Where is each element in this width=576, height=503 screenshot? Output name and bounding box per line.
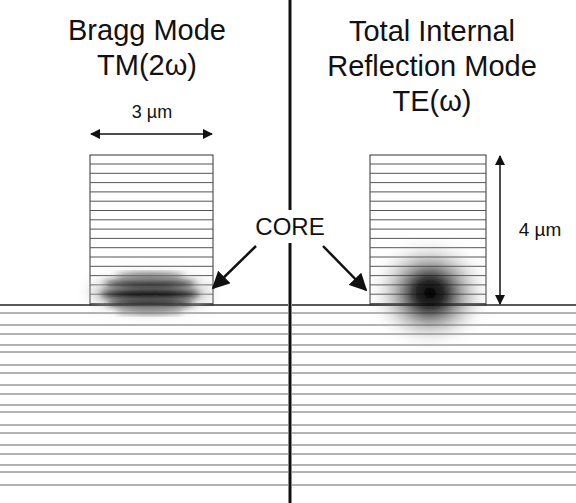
bragg-layer [370,173,486,174]
mode-heading: Total Internal Reflection Mode TE(ω) [307,14,557,119]
dimension-label: 3 µm [107,101,197,123]
bragg-layer [370,210,486,211]
substrate-layer [292,385,576,386]
substrate-layer [0,454,288,455]
bragg-layer [370,191,486,192]
substrate-layer [0,385,288,386]
substrate-layer [292,394,576,395]
divider-line [289,0,292,503]
substrate-layer [292,445,576,446]
tir-mode-profile [368,237,492,349]
substrate-layer [292,412,576,413]
substrate-layer [0,405,288,406]
substrate-layer [292,373,576,374]
substrate-layer [292,485,576,486]
substrate-layer [0,365,288,366]
bragg-layer [90,201,213,202]
substrate-layer [0,433,288,434]
substrate-layer [292,465,576,466]
core-leader [323,246,366,290]
substrate-layer [0,445,288,446]
substrate-layer [0,334,288,335]
bragg-layer [90,210,213,211]
bragg-mode-profile [88,273,212,314]
bragg-layer [90,219,213,220]
substrate-layer [292,472,576,473]
bragg-layer [90,247,213,248]
substrate-layer [292,454,576,455]
bragg-layer [370,201,486,202]
bragg-layer [90,229,213,230]
bragg-layer [90,257,213,258]
bragg-layer [90,182,213,183]
bragg-layer [370,182,486,183]
substrate-layer [0,472,288,473]
substrate-layer [292,433,576,434]
substrate-layer [292,365,576,366]
dimension-label: 4 µm [507,218,573,241]
bragg-layer [370,219,486,220]
bragg-layer [90,266,213,267]
core-leader [213,246,256,288]
substrate-layer [0,325,288,326]
width-dimension [91,133,212,135]
substrate-layer [292,425,576,426]
height-dimension [499,156,501,304]
bragg-layer [90,238,213,239]
substrate-layer [0,352,288,353]
substrate-layer [0,412,288,413]
bragg-layer [90,191,213,192]
substrate-layer [0,345,288,346]
bragg-layer [90,164,213,165]
mode-heading: Bragg Mode TM(2ω) [42,13,252,83]
core-label: CORE [241,210,339,243]
bragg-layer [90,173,213,174]
substrate-layer [292,352,576,353]
substrate-layer [0,465,288,466]
substrate-layer [0,394,288,395]
bragg-layer [370,229,486,230]
substrate-layer [0,373,288,374]
substrate-layer [292,405,576,406]
substrate-layer [0,485,288,486]
layer-stack [0,155,576,485]
bragg-layer [370,164,486,165]
substrate-layer [0,425,288,426]
